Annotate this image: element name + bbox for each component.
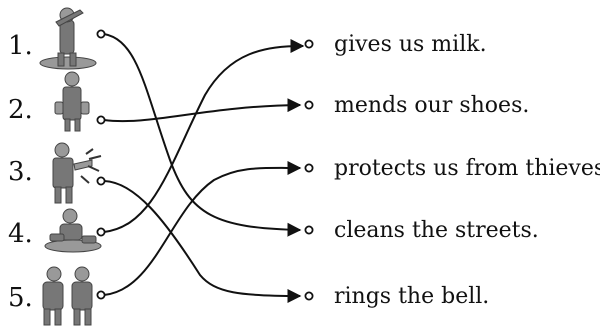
match-line-3 <box>104 181 300 296</box>
answer-text-3: protects us from thieves <box>334 156 600 181</box>
match-line-1 <box>104 34 300 230</box>
answer-text-5: rings the bell. <box>334 284 489 309</box>
item-number-5: 5. <box>8 283 33 313</box>
postman-illustration <box>43 267 92 325</box>
item-number-1: 1. <box>8 31 33 61</box>
street-cleaner-illustration <box>40 8 96 69</box>
right-dot-5 <box>305 292 312 299</box>
right-dot-1 <box>305 40 312 47</box>
item-number-3: 3. <box>8 157 33 187</box>
item-number-4: 4. <box>8 219 33 249</box>
watchman-illustration <box>53 143 101 203</box>
left-dot-1 <box>97 30 104 37</box>
left-dot-2 <box>97 116 104 123</box>
answer-text-1: gives us milk. <box>334 32 487 57</box>
answer-text-2: mends our shoes. <box>334 93 529 118</box>
right-dot-2 <box>305 101 312 108</box>
cobbler-illustration <box>45 209 101 252</box>
match-line-2 <box>104 105 300 121</box>
item-number-2: 2. <box>8 95 33 125</box>
answer-text-4: cleans the streets. <box>334 218 539 243</box>
match-line-4 <box>104 46 303 232</box>
left-dot-3 <box>97 177 104 184</box>
left-dot-4 <box>97 228 104 235</box>
right-dot-4 <box>305 226 312 233</box>
left-dot-5 <box>97 291 104 298</box>
right-dot-3 <box>305 164 312 171</box>
milkman-illustration <box>55 72 89 131</box>
